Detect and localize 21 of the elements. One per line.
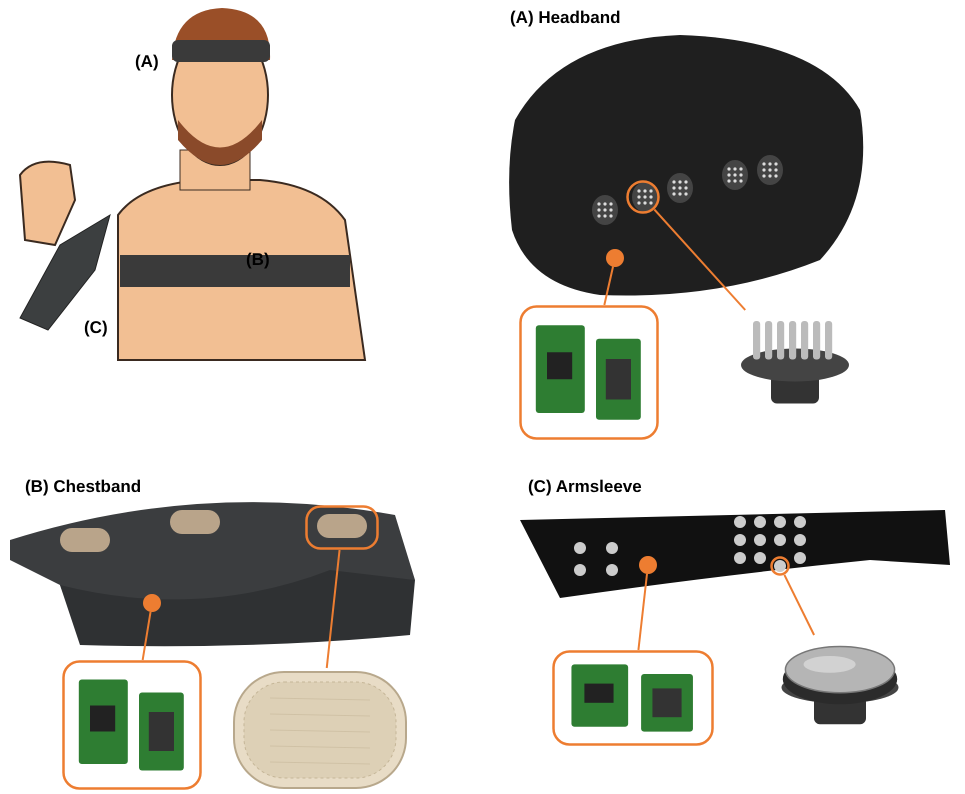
marker-dot bbox=[606, 249, 624, 267]
marker-dot bbox=[143, 594, 161, 612]
panel-title: (A) Headband bbox=[510, 8, 620, 28]
highlight-ring bbox=[770, 556, 790, 576]
leader-line bbox=[654, 208, 746, 311]
part-label: (C) bbox=[84, 318, 108, 338]
panel-title: (C) Armsleeve bbox=[528, 477, 642, 497]
circuit-board-inset bbox=[552, 650, 714, 746]
highlight-ring bbox=[305, 505, 379, 550]
leader-line bbox=[326, 550, 341, 668]
circuit-board-inset bbox=[519, 305, 659, 440]
leader-line bbox=[637, 574, 648, 650]
part-label: (B) bbox=[246, 250, 270, 270]
panel-title: (B) Chestband bbox=[25, 477, 142, 497]
leader-line bbox=[784, 574, 815, 636]
circuit-board-inset bbox=[62, 660, 202, 790]
highlight-ring bbox=[626, 180, 660, 214]
part-label: (A) bbox=[135, 52, 159, 72]
leader-line bbox=[142, 612, 152, 660]
leader-line bbox=[603, 266, 614, 306]
marker-dot bbox=[639, 556, 657, 574]
